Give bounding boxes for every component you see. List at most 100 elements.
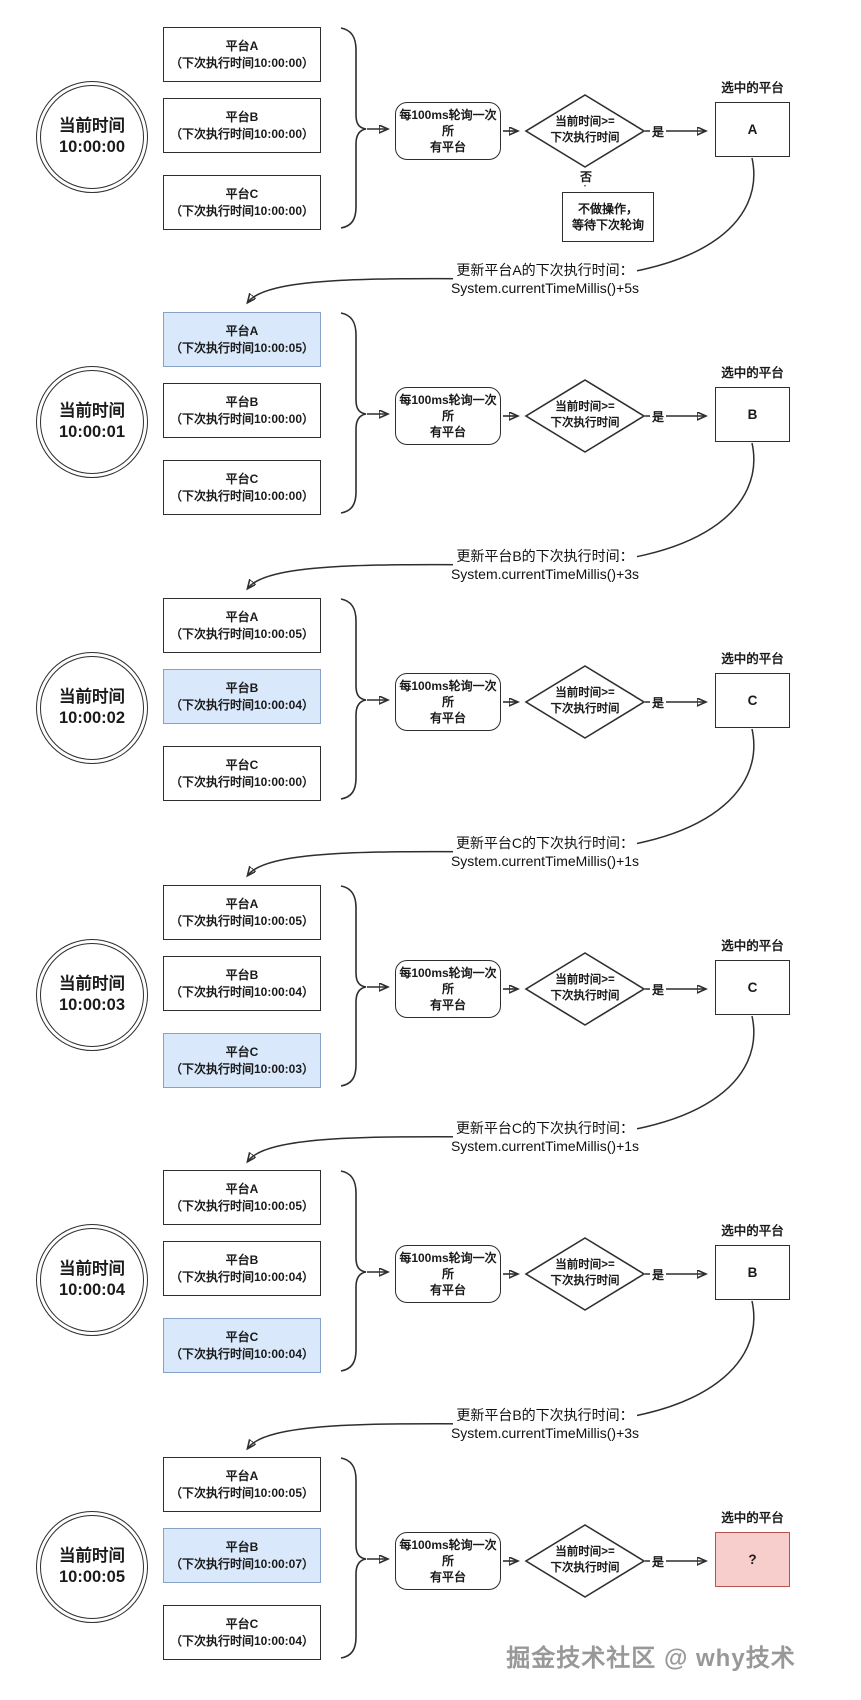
poll-box: 每100ms轮询一次所 有平台	[395, 960, 501, 1018]
platform-next-time: （下次执行时间10:00:04）	[169, 1633, 315, 1648]
platform-name: 平台C	[225, 758, 259, 773]
platform-box-b: 平台B （下次执行时间10:00:04）	[163, 669, 321, 724]
decision-text: 当前时间>= 下次执行时间	[550, 1546, 620, 1574]
clock-time: 10:00:04	[58, 1281, 126, 1299]
clock-time: 10:00:05	[58, 1568, 126, 1586]
platform-next-time: （下次执行时间10:00:05）	[169, 1485, 315, 1500]
poll-box: 每100ms轮询一次所 有平台	[395, 1532, 501, 1590]
platform-name: 平台A	[225, 610, 259, 625]
platform-name: 平台A	[225, 1182, 259, 1197]
timeline-step-1: 当前时间 10:00:00 平台A （下次执行时间10:00:00） 平台B （…	[0, 27, 861, 243]
transition-note: 更新平台C的下次执行时间： System.currentTimeMillis()…	[395, 1120, 695, 1155]
current-time-circle: 当前时间 10:00:04	[36, 1224, 148, 1336]
platform-name: 平台C	[225, 1617, 259, 1632]
decision-text: 当前时间>= 下次执行时间	[550, 116, 620, 144]
transition-note: 更新平台C的下次执行时间： System.currentTimeMillis()…	[395, 835, 695, 870]
platform-next-time: （下次执行时间10:00:04）	[169, 1269, 315, 1284]
platform-name: 平台B	[225, 681, 259, 696]
platform-name: 平台B	[225, 968, 259, 983]
clock-label: 当前时间	[59, 401, 125, 420]
platform-box-c: 平台C （下次执行时间10:00:03）	[163, 1033, 321, 1088]
current-time-text: 当前时间 10:00:03	[40, 943, 144, 1047]
timeline-step-2: 当前时间 10:00:01 平台A （下次执行时间10:00:05） 平台B （…	[0, 312, 861, 528]
clock-label: 当前时间	[59, 1259, 125, 1278]
poll-box: 每100ms轮询一次所 有平台	[395, 102, 501, 160]
timeline-step-6: 当前时间 10:00:05 平台A （下次执行时间10:00:05） 平台B （…	[0, 1457, 861, 1673]
transition-line2: System.currentTimeMillis()+5s	[447, 279, 643, 297]
decision-text: 当前时间>= 下次执行时间	[550, 401, 620, 429]
platform-next-time: （下次执行时间10:00:05）	[169, 626, 315, 641]
yes-label: 是	[650, 981, 667, 998]
platform-name: 平台C	[225, 187, 259, 202]
yes-label: 是	[650, 1266, 667, 1283]
selected-platform-box: A	[715, 102, 790, 157]
selected-platform-title: 选中的平台	[721, 652, 784, 666]
decision-text: 当前时间>= 下次执行时间	[550, 1259, 620, 1287]
platform-next-time: （下次执行时间10:00:05）	[169, 1198, 315, 1213]
transition-line1: 更新平台B的下次执行时间：	[453, 548, 637, 566]
platform-box-a: 平台A （下次执行时间10:00:05）	[163, 885, 321, 940]
platform-box-b: 平台B （下次执行时间10:00:07）	[163, 1528, 321, 1583]
platform-box-b: 平台B （下次执行时间10:00:00）	[163, 383, 321, 438]
platform-next-time: （下次执行时间10:00:05）	[169, 340, 315, 355]
current-time-circle: 当前时间 10:00:00	[36, 81, 148, 193]
platform-box-c: 平台C （下次执行时间10:00:00）	[163, 175, 321, 230]
decision-text: 当前时间>= 下次执行时间	[550, 974, 620, 1002]
current-time-circle: 当前时间 10:00:02	[36, 652, 148, 764]
transition-note: 更新平台A的下次执行时间： System.currentTimeMillis()…	[395, 262, 695, 297]
clock-time: 10:00:01	[58, 423, 126, 441]
platform-next-time: （下次执行时间10:00:00）	[169, 203, 315, 218]
platform-next-time: （下次执行时间10:00:00）	[169, 126, 315, 141]
current-time-circle: 当前时间 10:00:05	[36, 1511, 148, 1623]
platform-next-time: （下次执行时间10:00:03）	[169, 1061, 315, 1076]
platform-name: 平台A	[225, 324, 259, 339]
platform-box-c: 平台C （下次执行时间10:00:04）	[163, 1605, 321, 1660]
platform-name: 平台B	[225, 1253, 259, 1268]
no-action-box: 不做操作， 等待下次轮询	[562, 192, 654, 242]
transition-note: 更新平台B的下次执行时间： System.currentTimeMillis()…	[395, 548, 695, 583]
platform-name: 平台B	[225, 395, 259, 410]
current-time-text: 当前时间 10:00:02	[40, 656, 144, 760]
decision-text: 当前时间>= 下次执行时间	[550, 687, 620, 715]
current-time-text: 当前时间 10:00:05	[40, 1515, 144, 1619]
platform-box-b: 平台B （下次执行时间10:00:04）	[163, 1241, 321, 1296]
timeline-step-3: 当前时间 10:00:02 平台A （下次执行时间10:00:05） 平台B （…	[0, 598, 861, 814]
yes-label: 是	[650, 694, 667, 711]
platform-name: 平台C	[225, 1330, 259, 1345]
platform-box-a: 平台A （下次执行时间10:00:05）	[163, 1457, 321, 1512]
yes-label: 是	[650, 1553, 667, 1570]
platform-next-time: （下次执行时间10:00:05）	[169, 913, 315, 928]
timeline-step-4: 当前时间 10:00:03 平台A （下次执行时间10:00:05） 平台B （…	[0, 885, 861, 1101]
platform-next-time: （下次执行时间10:00:07）	[169, 1556, 315, 1571]
current-time-text: 当前时间 10:00:00	[40, 85, 144, 189]
platform-next-time: （下次执行时间10:00:00）	[169, 774, 315, 789]
selected-platform-box: C	[715, 673, 790, 728]
transition-line1: 更新平台C的下次执行时间：	[452, 1120, 638, 1138]
platform-box-c: 平台C （下次执行时间10:00:00）	[163, 746, 321, 801]
transition-line2: System.currentTimeMillis()+1s	[447, 1137, 643, 1155]
selected-platform-box: B	[715, 1245, 790, 1300]
poll-box: 每100ms轮询一次所 有平台	[395, 673, 501, 731]
selected-platform-title: 选中的平台	[721, 1224, 784, 1238]
platform-next-time: （下次执行时间10:00:04）	[169, 984, 315, 999]
platform-name: 平台A	[225, 39, 259, 54]
selected-platform-title: 选中的平台	[721, 1511, 784, 1525]
current-time-text: 当前时间 10:00:01	[40, 370, 144, 474]
selected-platform-box: B	[715, 387, 790, 442]
watermark-text: 掘金技术社区 @ why技术	[506, 1645, 796, 1672]
clock-label: 当前时间	[59, 974, 125, 993]
platform-name: 平台B	[225, 110, 259, 125]
no-label: 否	[578, 168, 595, 185]
clock-label: 当前时间	[59, 687, 125, 706]
platform-box-c: 平台C （下次执行时间10:00:00）	[163, 460, 321, 515]
clock-time: 10:00:00	[58, 138, 126, 156]
platform-box-b: 平台B （下次执行时间10:00:04）	[163, 956, 321, 1011]
selected-platform-title: 选中的平台	[721, 81, 784, 95]
clock-label: 当前时间	[59, 1546, 125, 1565]
selected-platform-title: 选中的平台	[721, 939, 784, 953]
selected-platform-title: 选中的平台	[721, 366, 784, 380]
platform-next-time: （下次执行时间10:00:04）	[169, 1346, 315, 1361]
platform-box-b: 平台B （下次执行时间10:00:00）	[163, 98, 321, 153]
poll-box: 每100ms轮询一次所 有平台	[395, 1245, 501, 1303]
